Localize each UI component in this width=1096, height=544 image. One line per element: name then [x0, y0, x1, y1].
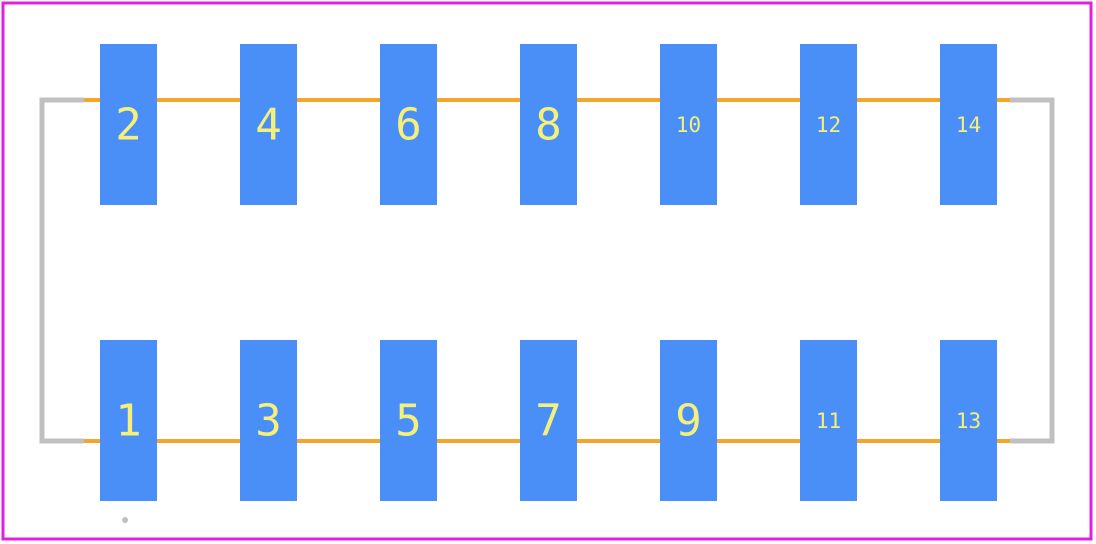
pad-label-4: 4: [255, 100, 282, 151]
pad-6: [380, 44, 437, 205]
pad-13: [940, 340, 997, 501]
pad-label-13: 13: [956, 409, 981, 433]
pad-10: [660, 44, 717, 205]
pad-label-2: 2: [115, 100, 142, 151]
pad-14: [940, 44, 997, 205]
pad-label-5: 5: [395, 396, 422, 447]
pad-1: [100, 340, 157, 501]
pad-2: [100, 44, 157, 205]
pad-label-10: 10: [676, 113, 701, 137]
pad-label-8: 8: [535, 100, 562, 151]
pad-11: [800, 340, 857, 501]
pad-label-9: 9: [675, 396, 702, 447]
pad-5: [380, 340, 437, 501]
pad-label-1: 1: [115, 396, 142, 447]
silkscreen-left-bracket: [39, 97, 84, 444]
top-pad-row: 2 4 6 8 10 12 14: [100, 44, 997, 205]
pad-label-6: 6: [395, 100, 422, 151]
pad-9: [660, 340, 717, 501]
pad-label-14: 14: [956, 113, 981, 137]
pad-label-12: 12: [816, 113, 841, 137]
pad-4: [240, 44, 297, 205]
pad-7: [520, 340, 577, 501]
pin-1-marker: [122, 517, 128, 523]
pad-label-7: 7: [535, 396, 562, 447]
pad-3: [240, 340, 297, 501]
pad-8: [520, 44, 577, 205]
pad-label-3: 3: [255, 396, 282, 447]
pad-label-11: 11: [816, 409, 841, 433]
silkscreen-right-bracket: [1010, 97, 1055, 444]
pad-12: [800, 44, 857, 205]
